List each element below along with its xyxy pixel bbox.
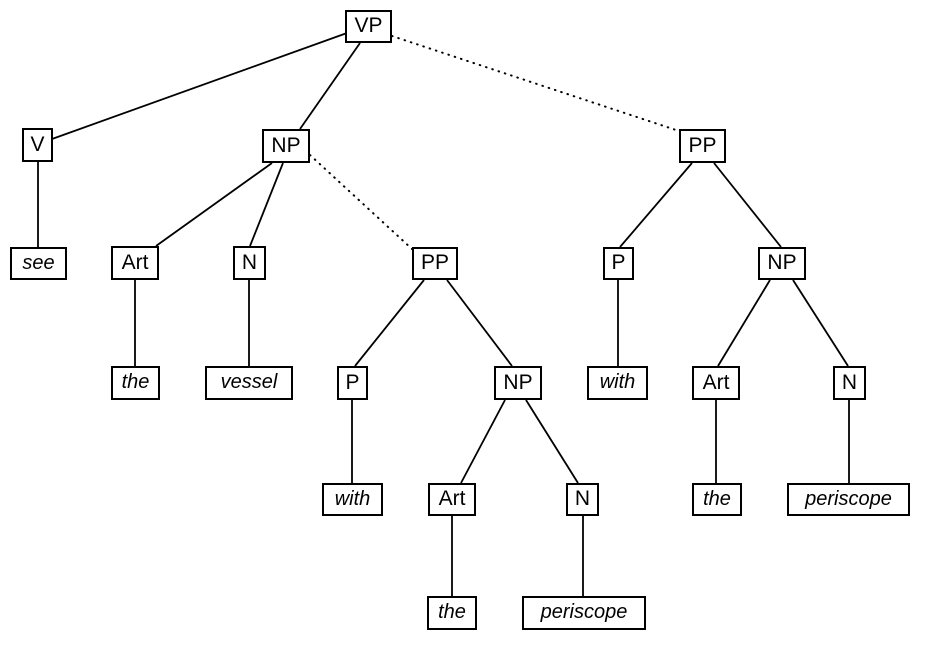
tree-category-node-n_right: N [833, 366, 866, 400]
tree-leaf-node-with_r: with [587, 366, 648, 400]
tree-category-node-np_right: NP [758, 247, 806, 280]
tree-node-label: V [30, 132, 45, 156]
tree-edge-np1-to-n1 [249, 162, 284, 247]
tree-category-node-pp_right: PP [679, 129, 726, 163]
tree-node-label: Art [702, 370, 730, 394]
tree-node-label: periscope [540, 601, 628, 623]
tree-node-label: see [22, 251, 55, 274]
tree-leaf-node-peri_r: periscope [787, 483, 910, 516]
tree-node-label: N [241, 250, 258, 274]
tree-edge-np1-to-art1 [155, 162, 273, 247]
tree-node-label: N [841, 370, 858, 394]
tree-category-node-v: V [22, 128, 53, 162]
tree-edge-pp_right-to-np_right [713, 162, 782, 248]
tree-node-label: the [703, 487, 731, 510]
tree-edge-pp_mid-to-p_mid [354, 279, 425, 367]
tree-node-label: N [574, 487, 591, 510]
tree-edge-vp-to-pp_right [391, 35, 680, 132]
tree-node-label: with [334, 487, 371, 510]
tree-node-label: the [438, 601, 466, 623]
tree-category-node-np1: NP [262, 129, 310, 163]
tree-category-node-p_mid: P [337, 366, 368, 400]
tree-leaf-node-the_m: the [427, 596, 477, 630]
tree-category-node-n1: N [233, 246, 266, 280]
tree-node-label: Art [438, 487, 466, 510]
tree-node-label: NP [271, 133, 301, 157]
tree-category-node-pp_mid: PP [412, 247, 458, 280]
tree-node-label: P [611, 251, 626, 274]
tree-node-label: the [121, 371, 150, 393]
tree-edge-pp_mid-to-np_mid [446, 279, 513, 367]
tree-node-label: NP [767, 251, 797, 274]
tree-node-label: vessel [220, 371, 278, 393]
tree-category-node-art_mid: Art [428, 483, 476, 516]
tree-edge-np1-to-pp_mid [309, 154, 413, 250]
tree-leaf-node-peri_m: periscope [522, 596, 646, 630]
tree-node-label: P [345, 370, 360, 394]
tree-edge-np_right-to-art_right [717, 279, 771, 367]
tree-node-label: NP [503, 370, 533, 394]
tree-node-label: VP [354, 14, 383, 37]
tree-edge-vp-to-np1 [299, 42, 361, 130]
tree-node-label: with [599, 371, 636, 393]
tree-leaf-node-see: see [10, 247, 67, 280]
tree-leaf-node-with_m: with [322, 483, 383, 516]
tree-edge-np_right-to-n_right [792, 279, 849, 367]
tree-edge-np_mid-to-n_mid [525, 399, 579, 484]
tree-edge-pp_right-to-p_right [619, 162, 693, 248]
tree-node-label: periscope [805, 487, 892, 510]
tree-leaf-node-vessel: vessel [205, 366, 293, 400]
tree-node-label: PP [420, 251, 449, 274]
tree-node-label: PP [688, 133, 717, 157]
tree-category-node-art1: Art [111, 246, 159, 280]
tree-category-node-np_mid: NP [494, 366, 542, 400]
tree-category-node-n_mid: N [566, 483, 599, 516]
tree-category-node-vp: VP [345, 10, 392, 43]
tree-leaf-node-the_r: the [692, 483, 742, 516]
tree-leaf-node-the1: the [111, 366, 160, 400]
tree-edge-np_mid-to-art_mid [460, 399, 506, 484]
tree-edge-vp-to-v [51, 32, 348, 140]
tree-category-node-art_right: Art [692, 366, 740, 400]
tree-node-label: Art [121, 250, 149, 274]
tree-category-node-p_right: P [603, 247, 634, 280]
